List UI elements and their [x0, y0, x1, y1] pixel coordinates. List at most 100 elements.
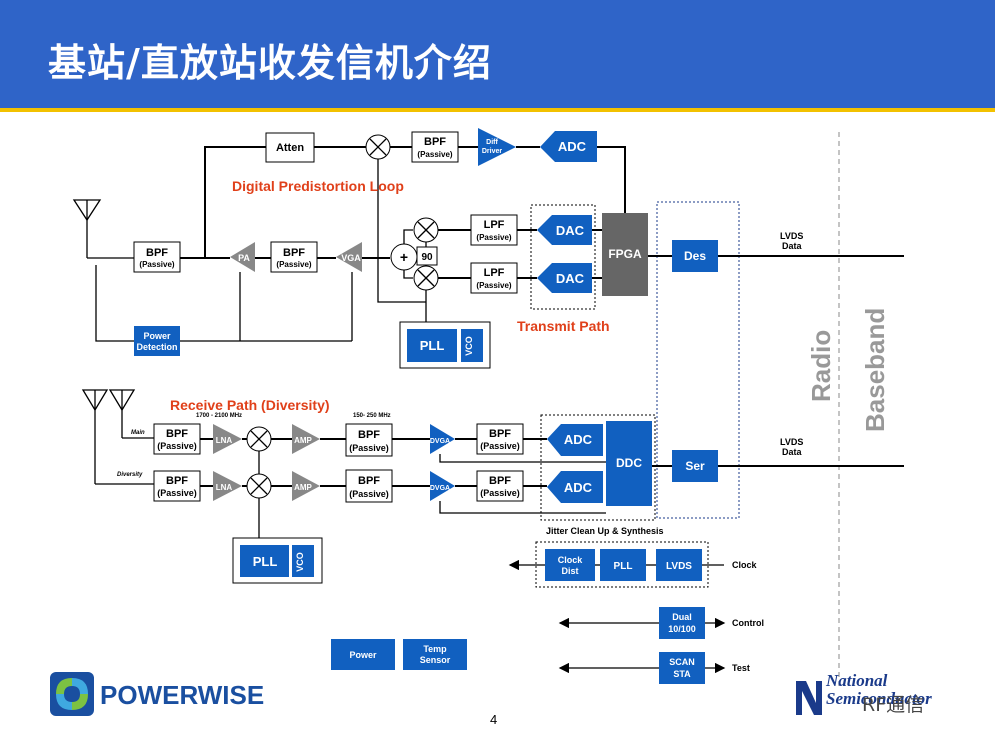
svg-text:(Passive): (Passive)	[139, 260, 174, 269]
rx-bpf-div: BPF (Passive)	[153, 470, 201, 502]
ddc-block: DDC	[606, 421, 652, 506]
svg-text:AMP: AMP	[294, 483, 312, 492]
svg-text:DAC: DAC	[556, 223, 585, 238]
fb-mixer	[365, 134, 391, 160]
svg-text:ADC: ADC	[558, 139, 587, 154]
svg-text:Power: Power	[349, 650, 377, 660]
svg-text:BPF: BPF	[283, 247, 305, 259]
svg-text:(Passive): (Passive)	[157, 488, 197, 498]
svg-text:Data: Data	[782, 447, 803, 457]
svg-text:VCO: VCO	[464, 336, 474, 356]
svg-text:LNA: LNA	[216, 483, 233, 492]
scan-sta-block: SCAN STA	[659, 652, 705, 684]
jitter-lvds-block: LVDS	[656, 549, 702, 581]
phase-90-block: 90	[416, 246, 438, 266]
svg-text:BPF: BPF	[489, 475, 511, 487]
svg-text:(Passive): (Passive)	[349, 489, 389, 499]
svg-text:FPGA: FPGA	[608, 247, 642, 261]
national-semiconductor-logo-icon	[796, 681, 822, 715]
svg-text:ADC: ADC	[564, 480, 593, 495]
svg-text:BPF: BPF	[166, 428, 188, 440]
rx-bpf2-main: BPF (Passive)	[345, 423, 393, 457]
svg-text:PA: PA	[238, 253, 250, 263]
rx-bpf2-div: BPF (Passive)	[345, 469, 393, 503]
receive-path-label: Receive Path (Diversity)	[170, 397, 330, 413]
transmit-path-label: Transmit Path	[517, 318, 610, 334]
temp-sensor-block: Temp Sensor	[403, 639, 467, 670]
svg-text:Driver: Driver	[482, 148, 503, 155]
rx-antenna-icons	[81, 389, 154, 485]
svg-text:Diff: Diff	[486, 139, 498, 146]
svg-text:BPF: BPF	[358, 475, 380, 487]
page-title: 基站/直放站收发信机介绍	[48, 41, 492, 85]
svg-text:(Passive): (Passive)	[276, 260, 311, 269]
svg-text:BPF: BPF	[166, 475, 188, 487]
svg-text:150- 250 MHz: 150- 250 MHz	[353, 413, 391, 419]
powerwise-logo-icon	[50, 672, 94, 716]
svg-text:90: 90	[421, 252, 433, 263]
svg-text:DDC: DDC	[616, 456, 642, 470]
power-block: Power	[331, 639, 395, 670]
svg-text:LVDS: LVDS	[780, 231, 803, 241]
svg-text:(Passive): (Passive)	[480, 441, 520, 451]
svg-text:Detection: Detection	[136, 342, 177, 352]
tx-bpf-mid: BPF (Passive)	[270, 241, 318, 273]
ser-block: Ser	[672, 450, 718, 482]
fb-adc: ADC	[540, 131, 597, 162]
baseband-label: Baseband	[860, 308, 890, 432]
svg-text:LVDS: LVDS	[780, 437, 803, 447]
svg-text:Diversity: Diversity	[117, 472, 143, 478]
svg-text:STA: STA	[673, 669, 691, 679]
clock-dist-block: Clock Dist	[545, 549, 595, 581]
svg-text:LPF: LPF	[484, 219, 505, 231]
svg-text:LPF: LPF	[484, 267, 505, 279]
svg-text:AMP: AMP	[294, 436, 312, 445]
svg-text:Data: Data	[782, 241, 803, 251]
jitter-pll-block: PLL	[600, 549, 646, 581]
svg-text:Main: Main	[131, 430, 145, 436]
watermark: RF通信	[862, 694, 925, 716]
svg-text:DVGA: DVGA	[430, 438, 450, 445]
svg-text:BPF: BPF	[358, 429, 380, 441]
svg-text:BPF: BPF	[424, 136, 446, 148]
lna-main: LNA	[213, 424, 242, 454]
lpf-q: LPF (Passive)	[470, 262, 518, 294]
dvga-div: DVGA	[430, 471, 455, 501]
amp-main: AMP	[292, 424, 320, 454]
rx-mixer-main	[246, 426, 272, 452]
svg-text:ADC: ADC	[564, 432, 593, 447]
dac-q: DAC	[537, 263, 592, 293]
dvga-main: DVGA	[430, 424, 455, 454]
svg-text:Des: Des	[684, 249, 706, 263]
tx-mixer-q	[413, 265, 439, 291]
rx-pll-vco-module: PLL VCO	[232, 537, 323, 584]
tx-bpf-antenna: BPF (Passive)	[133, 241, 181, 273]
title-bar: 基站/直放站收发信机介绍	[0, 0, 995, 112]
amp-div: AMP	[292, 471, 320, 501]
svg-text:LNA: LNA	[216, 436, 233, 445]
svg-text:(Passive): (Passive)	[349, 443, 389, 453]
vga-amplifier: VGA	[336, 242, 362, 272]
tx-antenna-icon	[72, 199, 134, 259]
svg-text:Clock: Clock	[558, 555, 584, 565]
diff-driver: Diff Driver	[478, 128, 516, 166]
svg-text:DVGA: DVGA	[430, 485, 450, 492]
svg-text:PLL: PLL	[614, 561, 633, 572]
svg-text:(Passive): (Passive)	[417, 150, 452, 159]
serdes-outline	[656, 201, 740, 519]
svg-text:(Passive): (Passive)	[157, 441, 197, 451]
svg-text:Test: Test	[732, 663, 750, 673]
summer-node: +	[390, 243, 418, 271]
svg-text:(Passive): (Passive)	[476, 233, 511, 242]
svg-text:1700 - 2100 MHz: 1700 - 2100 MHz	[196, 413, 242, 419]
tx-pll-vco-module: PLL VCO	[399, 321, 491, 369]
radio-label: Radio	[806, 330, 836, 402]
svg-text:Clock: Clock	[732, 560, 758, 570]
rx-adc-main: ADC	[547, 424, 603, 456]
dual-ethernet-block: Dual 10/100	[659, 607, 705, 639]
fb-bpf: BPF (Passive)	[411, 131, 459, 163]
svg-text:PLL: PLL	[253, 554, 278, 569]
rx-bpf3-main: BPF (Passive)	[476, 423, 524, 455]
lna-div: LNA	[213, 471, 242, 501]
